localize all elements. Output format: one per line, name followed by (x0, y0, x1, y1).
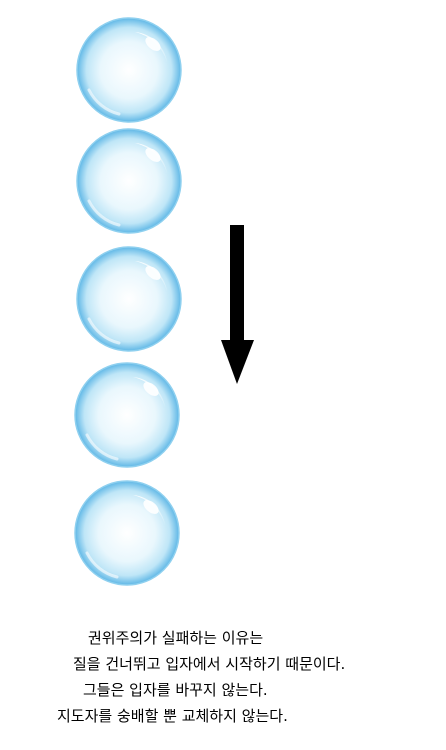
caption-line: 권위주의가 실패하는 이유는 (88, 629, 264, 647)
down-arrow-icon (221, 225, 254, 384)
bubble-2 (75, 127, 183, 235)
caption-line: 그들은 입자를 바꾸지 않는다. (83, 681, 268, 699)
caption-line: 질을 건너뛰고 입자에서 시작하기 때문이다. (73, 655, 346, 673)
bubble-5 (73, 479, 181, 587)
bubble-4 (73, 361, 181, 469)
caption-line: 지도자를 숭배할 뿐 교체하지 않는다. (57, 707, 288, 725)
bubble-3 (75, 245, 183, 353)
bubble-chain-illustration (73, 16, 254, 587)
bubble-1 (75, 16, 183, 124)
